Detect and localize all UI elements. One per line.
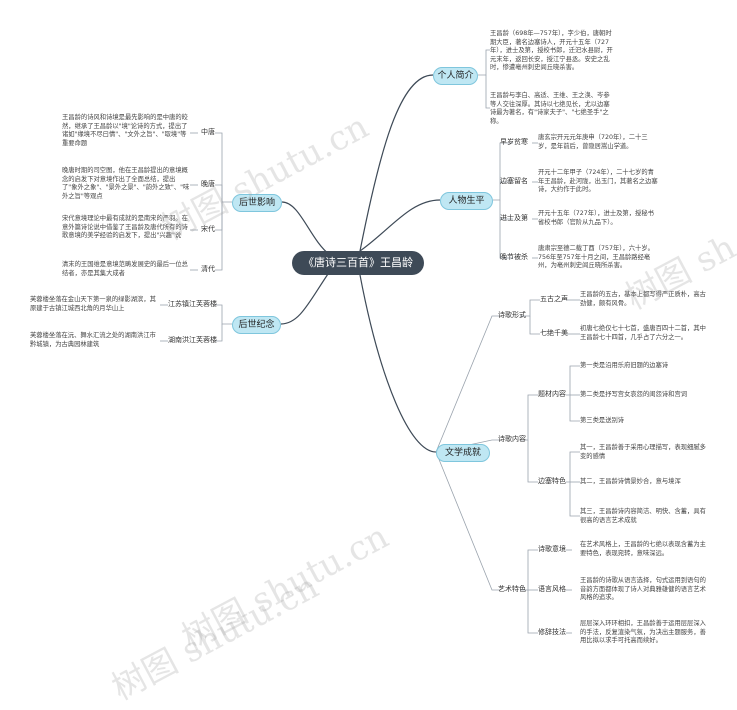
memorial-label[interactable]: 江苏镇江芙蓉楼: [168, 300, 217, 308]
influence-text: 宋代意境理论中最有成就的是南宋的严羽。在意外篇诗论说中借鉴了王昌龄及唐代所有的诗…: [62, 215, 188, 240]
memorial-text: 芙蓉楼坐落在金山天下第一泉的绿影湖滨，其原建于古镇江城西北角的月华山上: [30, 296, 156, 312]
root-node[interactable]: 《唐诗三百首》王昌龄: [292, 251, 424, 275]
lit-theme-item: 第二类是抒写宫女哀怨的闺怨诗和宫词: [580, 391, 688, 398]
lit-theme-label[interactable]: 题材内容: [538, 390, 566, 398]
intro-paragraph: 王昌龄与李白、高适、王维、王之涣、岑参等人交往深厚。其诗以七绝见长，尤以边塞诗最…: [490, 92, 610, 125]
influence-text: 晚唐时期的司空图，他在王昌龄提出的意境概念的启发下对意境作出了全面总结，提出了"…: [62, 167, 190, 200]
lit-content-label[interactable]: 诗歌内容: [498, 435, 526, 443]
connector-lines: [160, 49, 580, 634]
life-label[interactable]: 早岁贫寒: [500, 138, 528, 146]
mindmap-canvas: 《唐诗三百首》王昌龄 个人简介 人物生平 文学成就 后世影响 后世纪念 王昌龄（…: [30, 30, 737, 709]
lit-art-text: 王昌龄的诗歌从语言选择，句式运用到语句的音韵方面都体现了诗人对典雅雄健的语言艺术…: [580, 577, 706, 602]
lit-art-sub-label[interactable]: 诗歌意境: [538, 545, 566, 553]
lit-style-label[interactable]: 边塞特色: [538, 477, 566, 485]
lit-theme-item: 第一类是沿用乐府旧题的边塞诗: [580, 362, 669, 369]
life-label[interactable]: 进士及第: [500, 214, 528, 222]
intro-paragraph: 王昌龄（698年—757年），字少伯，唐朝时期大臣，著名边塞诗人，开元十五年（7…: [490, 30, 613, 72]
lit-art-sub-label[interactable]: 语言风格: [538, 585, 566, 593]
branch-influence[interactable]: 后世影响: [232, 194, 282, 212]
branch-literature[interactable]: 文学成就: [436, 444, 490, 462]
branch-intro[interactable]: 个人简介: [433, 67, 478, 85]
lit-style-item: 其三，王昌龄诗内容简洁、明快、含蓄，具有很高的语言艺术成就: [580, 508, 706, 524]
influence-label[interactable]: 晚唐: [201, 180, 215, 188]
lit-form-label[interactable]: 五古之声: [540, 295, 568, 303]
lit-art-text: 层层深入环环相扣，王昌龄善于运用层层深入的手法，反复渲染气氛，为决出主题服务，善…: [580, 620, 706, 645]
life-label[interactable]: 晚节被杀: [500, 253, 528, 261]
life-label[interactable]: 边塞留名: [500, 177, 528, 185]
lit-forms-label[interactable]: 诗歌形式: [498, 311, 526, 319]
lit-theme-item: 第三类是送别诗: [580, 417, 625, 424]
memorial-text: 芙蓉楼坐落在沅、舞水汇流之处的湖南洪江市黔城镇，为古典园林建筑: [30, 332, 156, 348]
influence-label[interactable]: 清代: [201, 265, 215, 273]
lit-style-item: 其二，王昌龄诗情景妙合，意与境浑: [580, 478, 681, 485]
influence-label[interactable]: 中唐: [201, 128, 215, 136]
memorial-label[interactable]: 湖南洪江芙蓉楼: [168, 336, 217, 344]
life-text: 开元十二年甲子（724年），二十七岁的青年王昌龄，赴河陇，出玉门，其著名之边塞诗…: [538, 169, 658, 194]
lit-style-item: 其一，王昌龄善于采用心理描写，表现细腻多变的感情: [580, 444, 706, 460]
lit-form-text: 王昌龄的五古，基本上都写得严正质朴，高古劲健，颇有风骨。: [580, 291, 706, 307]
influence-text: 王昌龄的诗风和诗境是最先影响的是中唐的皎然，继承了王昌龄以"境"论诗的方式，提出…: [62, 114, 188, 147]
life-text: 唐肃宗至德二载丁酉（757年），六十岁。756年至757年十月之间，王昌龄路经亳…: [538, 245, 654, 270]
influence-label[interactable]: 宋代: [201, 225, 215, 233]
lit-art-text: 在艺术风格上，王昌龄的七绝以表现含蓄为主要特色，表现宛转，意味深远。: [580, 541, 706, 557]
lit-form-text: 初唐七绝仅七十七首，盛唐百四十二首，其中王昌龄七十四首，几乎占了六分之一。: [580, 325, 706, 341]
influence-text: 清末的王国维是意境范畴发展史的最后一位总结者，亦是其集大成者: [62, 261, 188, 277]
lit-art-label[interactable]: 艺术特色: [498, 585, 526, 593]
lit-art-sub-label[interactable]: 修辞技法: [538, 628, 566, 636]
life-text: 开元十五年（727年），进士及第，授秘书省校书郎（官阶从九品下）。: [538, 210, 654, 226]
branch-life[interactable]: 人物生平: [440, 192, 493, 210]
branch-memorial[interactable]: 后世纪念: [232, 316, 281, 334]
lit-form-label[interactable]: 七绝千美: [540, 329, 568, 337]
life-text: 唐玄宗开元元年庚申（720年），二十三岁，是年前后，曾隐居嵩山学道。: [538, 134, 648, 150]
